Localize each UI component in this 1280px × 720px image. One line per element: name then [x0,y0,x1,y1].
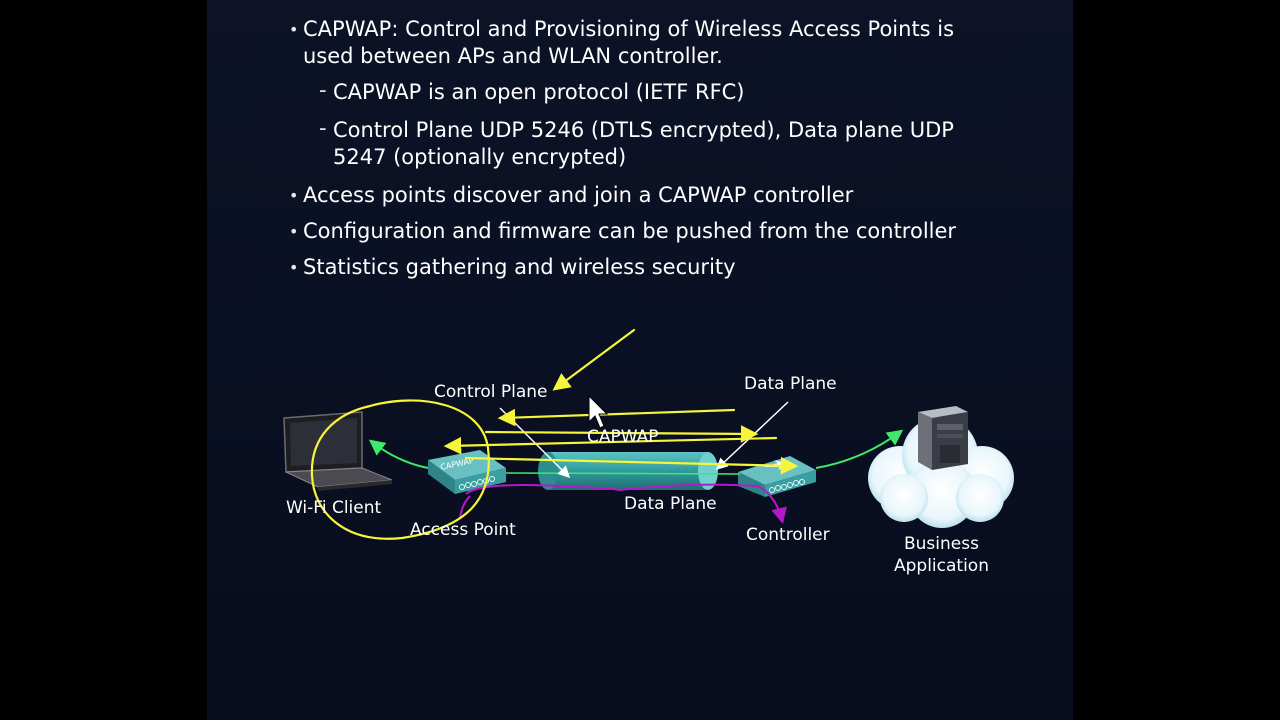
wifi-client-label: Wi-Fi Client [286,498,382,518]
annotation-arrow-right-2 [464,456,799,475]
business-application-label-line1: Business [904,534,979,554]
green-data-line [505,472,741,475]
sub-bullet-udp-ports: Control Plane UDP 5246 (DTLS encrypted),… [289,115,1009,171]
capwap-tunnel [538,452,718,490]
access-point-icon: CAPWAP [428,450,506,494]
annotation-arrow-left-1 [497,408,736,427]
capwap-label: CAPWAP [587,427,659,447]
mouse-cursor-icon [588,394,609,429]
bullet-list: CAPWAP: Control and Provisioning of Wire… [289,16,1009,290]
yellow-annotations [310,328,799,540]
controller-icon [738,456,816,497]
bullet-capwap-definition: CAPWAP: Control and Provisioning of Wire… [289,16,1009,70]
bullet-discover-join: Access points discover and join a CAPWAP… [289,182,1009,209]
bullet-configuration: Configuration and firmware can be pushed… [289,218,1009,245]
sub-bullet-open-protocol: CAPWAP is an open protocol (IETF RFC) [289,77,1009,106]
access-point-label: Access Point [410,520,516,540]
data-plane-bottom-label: Data Plane [624,494,717,514]
magenta-arrow-left [459,495,471,519]
green-arrow-left [368,439,429,469]
annotation-circle [310,399,490,540]
magenta-arrow [465,483,787,524]
annotation-arrow-control [552,328,636,391]
data-plane-top-label: Data Plane [744,374,837,394]
slide: CAPWAP: Control and Provisioning of Wire… [207,0,1073,720]
business-application-label-line2: Application [894,556,989,576]
green-arrow-right [815,429,904,469]
annotation-arrow-left-2 [443,436,778,455]
annotation-arrow-right-1 [484,425,759,443]
laptop-icon [283,411,393,491]
controller-label: Controller [746,525,830,545]
control-plane-label: Control Plane [434,382,547,402]
bullet-statistics: Statistics gathering and wireless securi… [289,254,1009,281]
server-icon [918,406,968,470]
